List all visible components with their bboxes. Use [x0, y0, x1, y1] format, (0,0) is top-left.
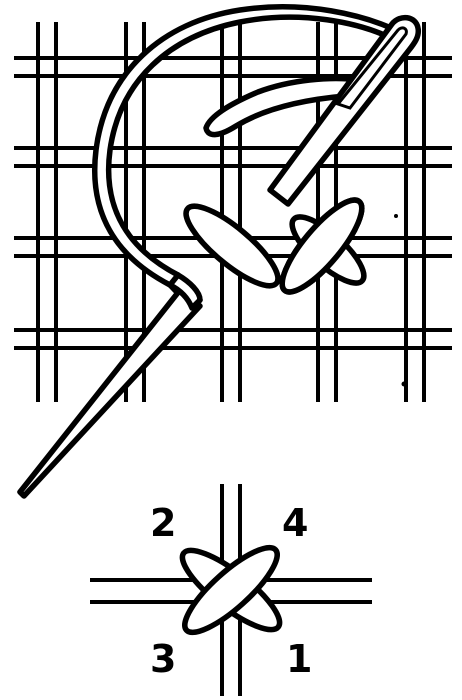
numbered-cross-diagram: 2 4 3 1 — [90, 484, 372, 696]
needle-point-lower — [20, 290, 200, 496]
ink-speck — [394, 214, 398, 218]
needle-upper — [270, 18, 418, 204]
stitch-diagonal-first — [176, 195, 288, 297]
step-label-4: 4 — [282, 501, 308, 545]
step-label-1: 1 — [286, 637, 312, 681]
step-label-3: 3 — [150, 637, 176, 681]
step-label-2: 2 — [150, 501, 176, 545]
ink-speck — [402, 382, 407, 387]
